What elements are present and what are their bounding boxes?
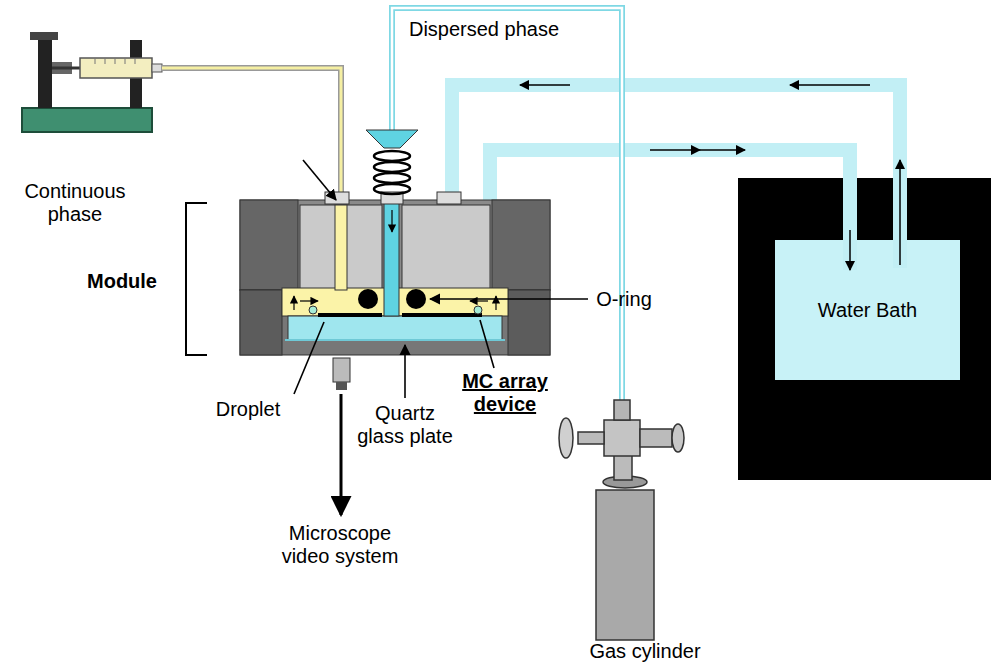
part-label: Continuous phase xyxy=(5,180,145,226)
part-label: Microscope video system xyxy=(275,522,405,568)
part-label: Droplet xyxy=(216,398,280,421)
part-label: Module xyxy=(87,270,157,293)
o-rings xyxy=(358,289,426,309)
continuous-phase-tube xyxy=(162,68,341,212)
node-text: Water Bath xyxy=(818,299,917,322)
water-bath-box: Water Bath xyxy=(738,178,991,480)
flow-arrows xyxy=(520,85,900,270)
gas-cylinder xyxy=(559,400,684,640)
part-label: Gas cylinder xyxy=(589,640,700,663)
microscope-objective xyxy=(333,358,350,515)
quartz-plate xyxy=(285,339,505,341)
mc-array-device xyxy=(309,306,482,317)
syringe-pump xyxy=(22,32,162,132)
leader-lines xyxy=(294,160,588,398)
part-label: Dispersed phase xyxy=(409,18,559,41)
part-label: MC array device xyxy=(455,370,555,416)
module-bracket xyxy=(186,203,207,355)
water-bath-frame xyxy=(738,178,991,480)
module-housing xyxy=(240,192,550,355)
part-label: Quartz glass plate xyxy=(355,402,455,448)
part-label: O-ring xyxy=(596,288,652,311)
inner-flow-arrows xyxy=(294,210,496,310)
inlet-funnel xyxy=(366,130,418,194)
